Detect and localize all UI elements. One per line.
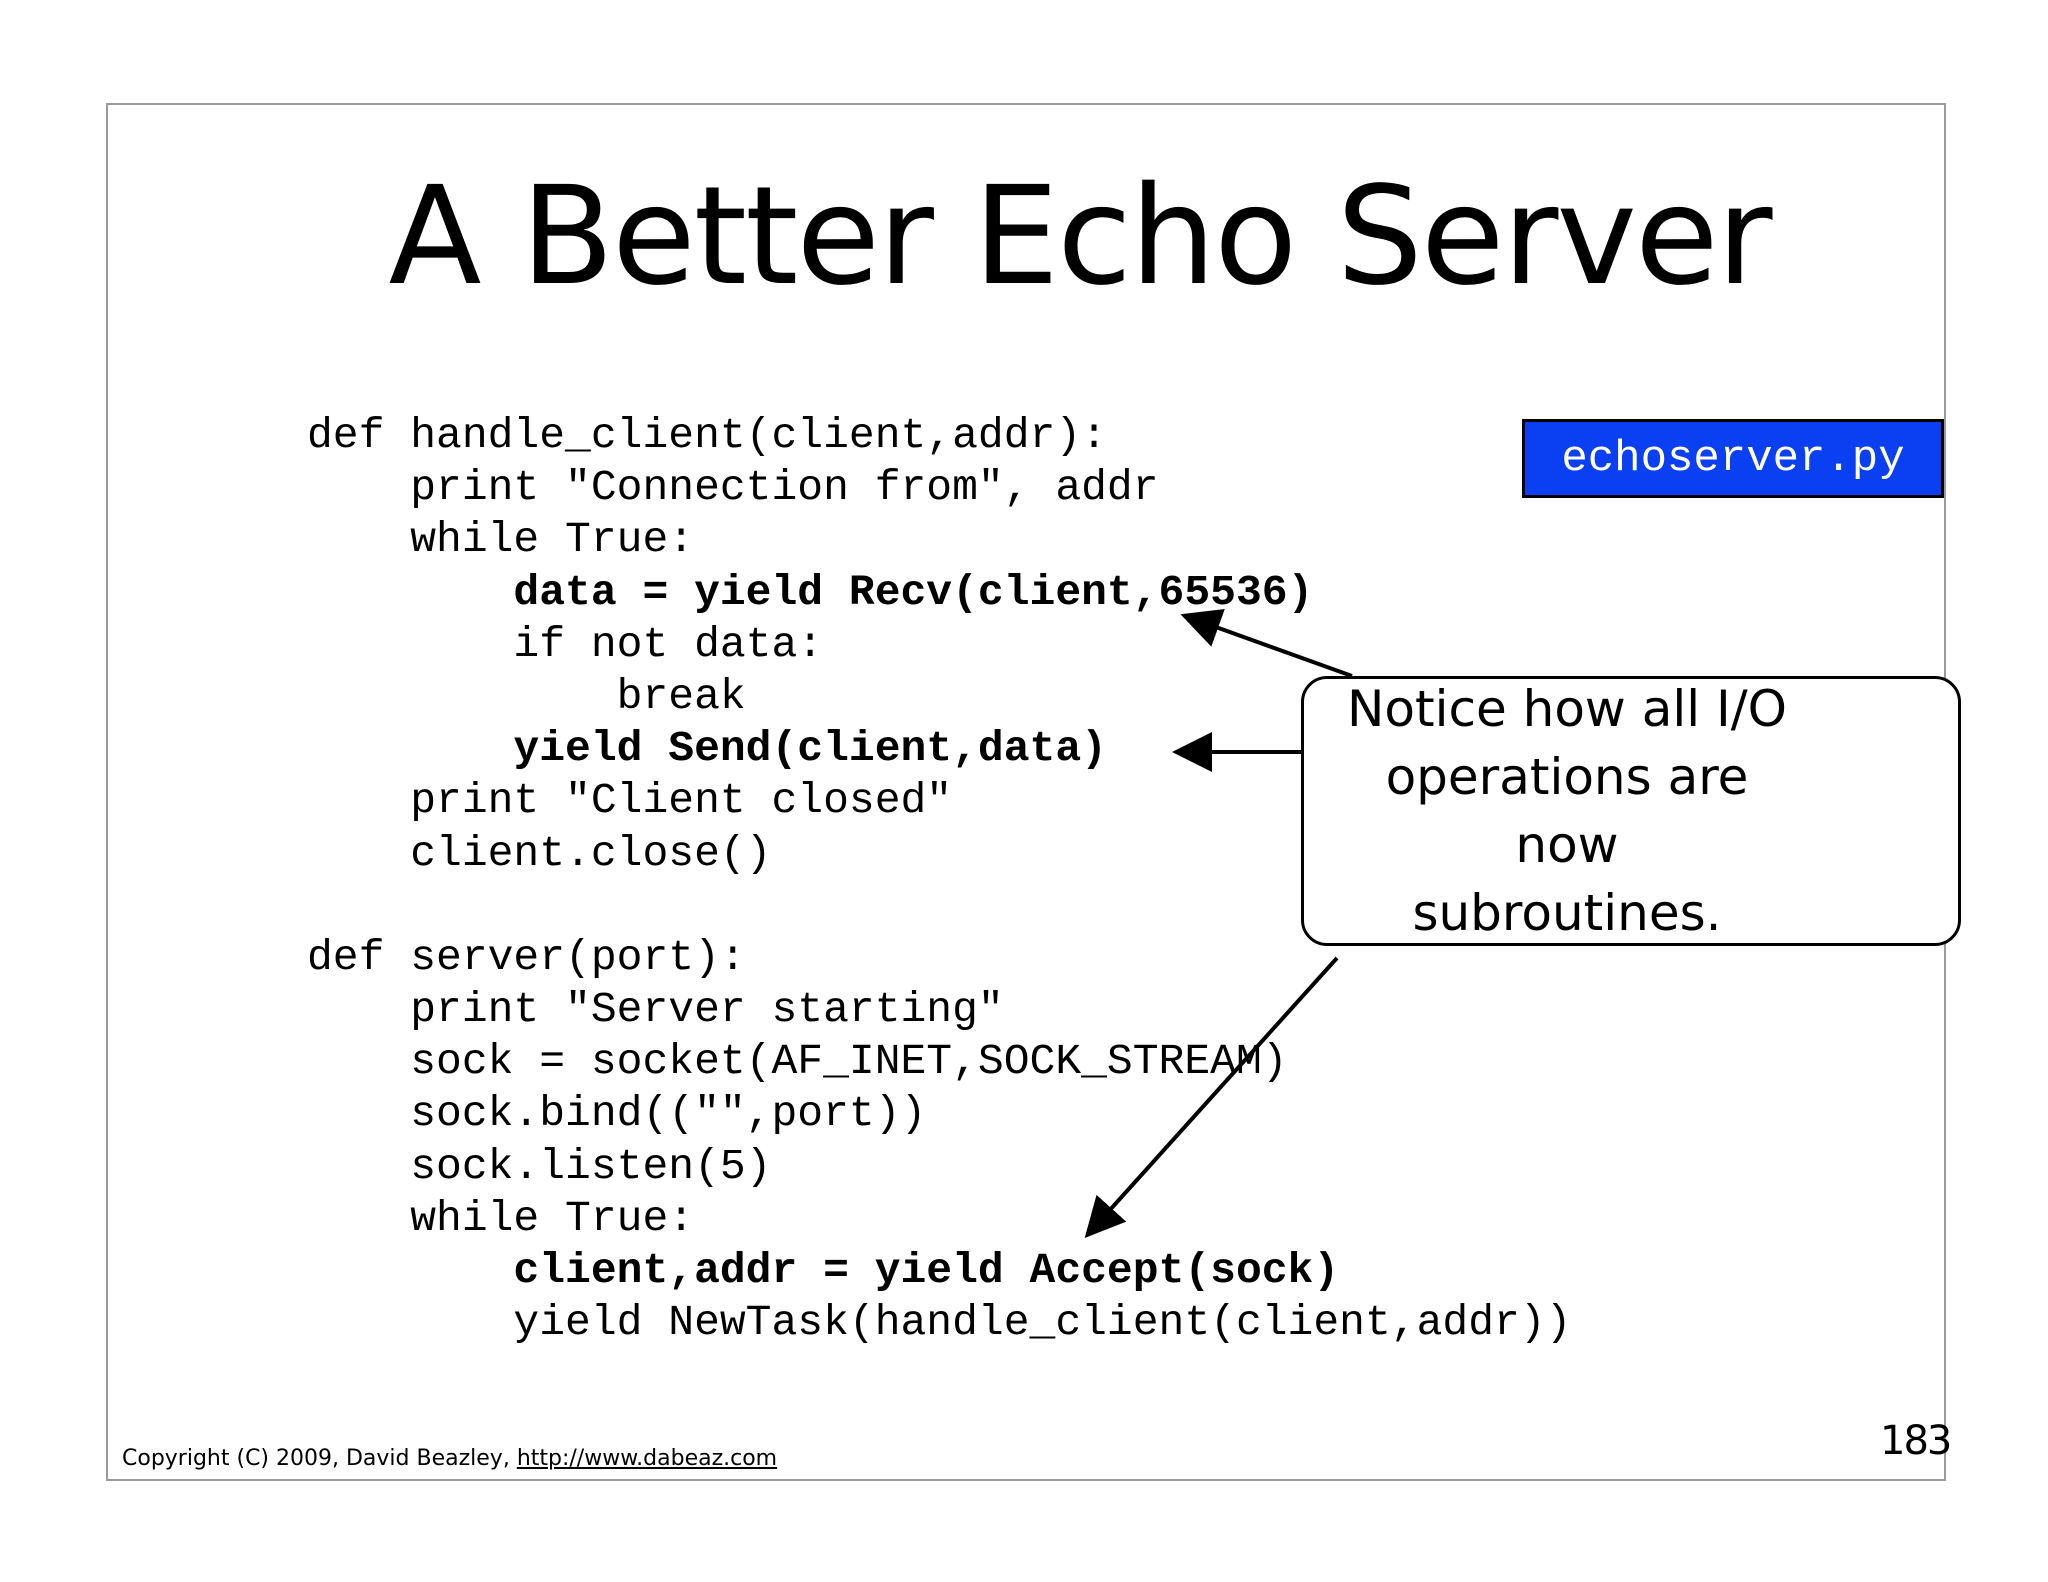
footer-copyright: Copyright (C) 2009, David Beazley, http:…	[122, 1446, 777, 1471]
code-text: while True:	[307, 1193, 695, 1243]
code-line: print "Client closed"	[307, 775, 1571, 827]
code-line: sock.bind(("",port))	[307, 1088, 1571, 1140]
code-listing: def handle_client(client,addr): print "C…	[307, 410, 1571, 1349]
code-line: if not data:	[307, 619, 1571, 671]
code-line: while True:	[307, 1193, 1571, 1245]
code-line: sock.listen(5)	[307, 1141, 1571, 1193]
code-line: sock = socket(AF_INET,SOCK_STREAM)	[307, 1036, 1571, 1088]
code-text: while True:	[307, 515, 695, 565]
code-line: yield NewTask(handle_client(client,addr)…	[307, 1297, 1571, 1349]
code-highlight: yield Send(client,data)	[307, 724, 1107, 774]
code-text: sock.listen(5)	[307, 1141, 772, 1191]
code-text: yield NewTask(handle_client(client,addr)…	[307, 1298, 1572, 1348]
code-text: client.close()	[307, 828, 772, 878]
callout-line: subroutines.	[1412, 884, 1722, 942]
page-number: 183	[1880, 1418, 1952, 1464]
code-line: data = yield Recv(client,65536)	[307, 567, 1571, 619]
code-text: print "Connection from", addr	[307, 463, 1159, 513]
filename-badge: echoserver.py	[1522, 419, 1944, 498]
code-text: break	[307, 671, 746, 721]
copyright-text: Copyright (C) 2009, David Beazley,	[122, 1446, 517, 1471]
code-line: def server(port):	[307, 932, 1571, 984]
code-text: if not data:	[307, 619, 824, 669]
code-line: print "Server starting"	[307, 984, 1571, 1036]
callout-line: Notice how all I/O	[1347, 680, 1787, 738]
code-text: print "Server starting"	[307, 985, 1004, 1035]
code-line: while True:	[307, 514, 1571, 566]
slide-title: A Better Echo Server	[388, 158, 1772, 316]
callout-text: Notice how all I/O operations are now subr…	[1336, 675, 1798, 947]
callout-box: Notice how all I/O operations are now subr…	[1301, 676, 1961, 946]
callout-line: operations are now	[1385, 748, 1749, 874]
code-line: break	[307, 671, 1571, 723]
code-text: sock.bind(("",port))	[307, 1089, 927, 1139]
code-line: client,addr = yield Accept(sock)	[307, 1245, 1571, 1297]
code-line: yield Send(client,data)	[307, 723, 1571, 775]
code-text: print "Client closed"	[307, 776, 953, 826]
code-highlight: client,addr = yield Accept(sock)	[307, 1246, 1340, 1295]
code-line: print "Connection from", addr	[307, 462, 1571, 514]
code-text: def handle_client(client,addr):	[307, 411, 1107, 460]
code-text: sock = socket(AF_INET,SOCK_STREAM)	[307, 1037, 1288, 1087]
code-line: def handle_client(client,addr):	[307, 410, 1571, 462]
code-highlight: data = yield Recv(client,65536)	[307, 567, 1314, 617]
code-text: def server(port):	[307, 932, 746, 982]
website-link[interactable]: http://www.dabeaz.com	[516, 1446, 778, 1471]
code-line: client.close()	[307, 828, 1571, 880]
